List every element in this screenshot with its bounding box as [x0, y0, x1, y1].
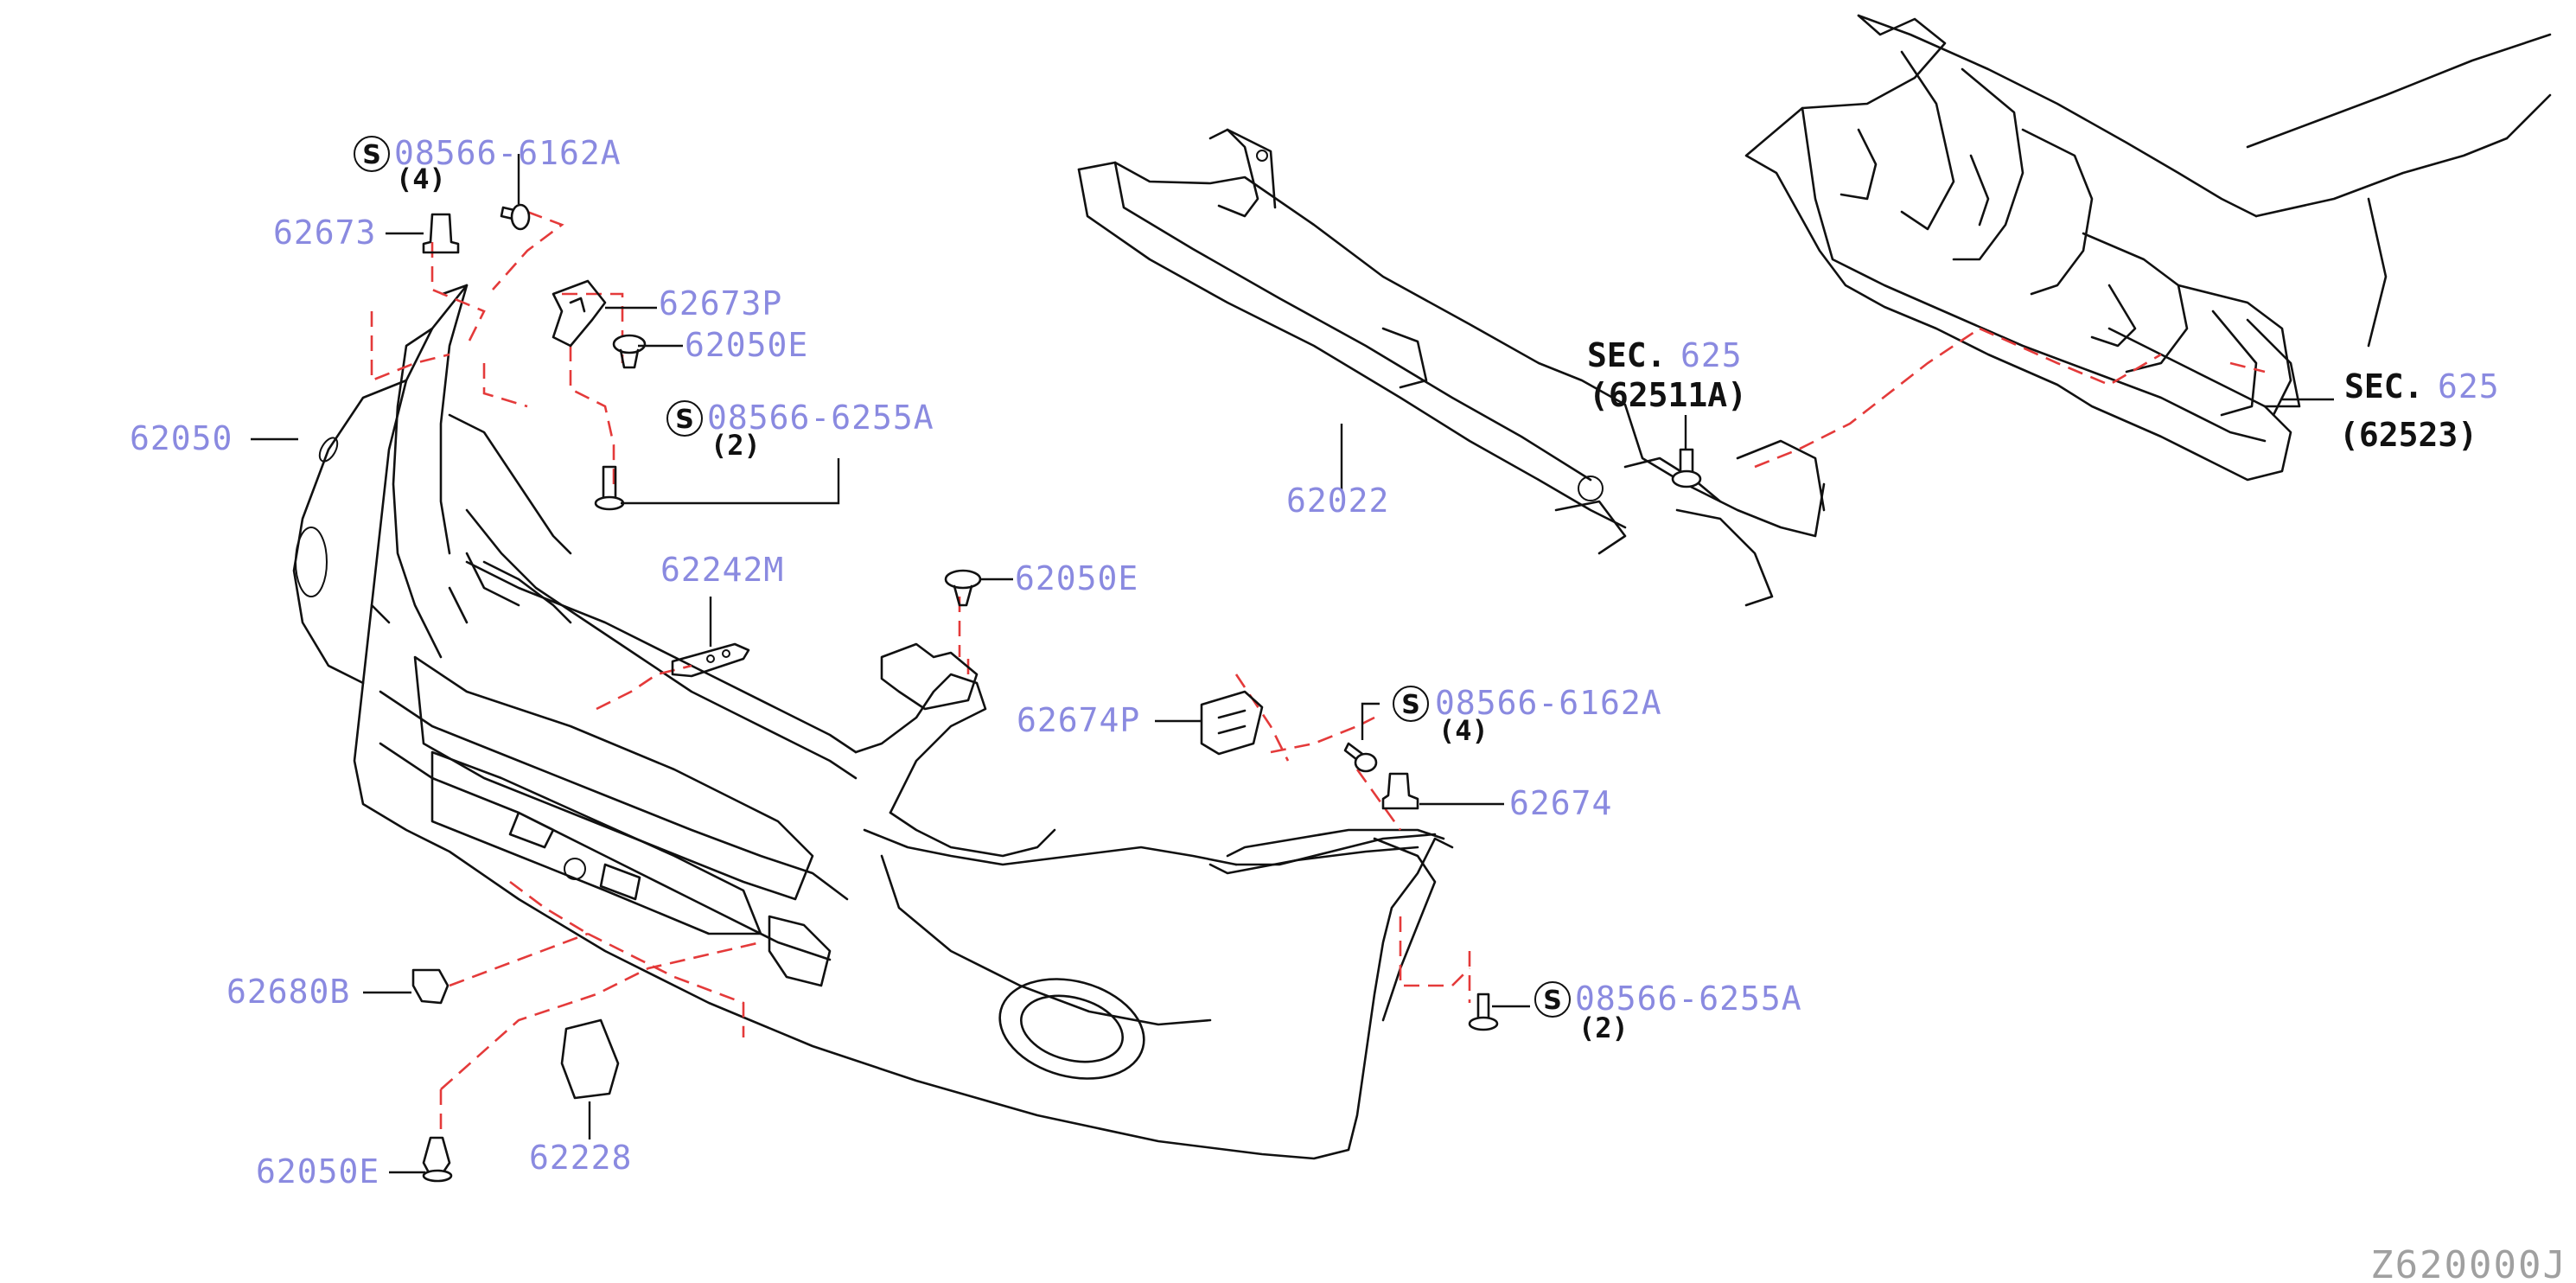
- label-bolt-upper-left: 08566-6255A: [707, 399, 934, 437]
- bolt-right: [1468, 993, 1499, 1031]
- label-reinforcement: 62022: [1286, 482, 1389, 520]
- qty-bolt-right: (2): [1578, 1012, 1629, 1044]
- label-cover-62680b: 62680B: [226, 973, 350, 1011]
- qty-screw-upper-left: (4): [396, 163, 446, 195]
- std-mark-4: S: [1543, 986, 1562, 1016]
- diagram-reference-code: Z620000J: [2370, 1243, 2567, 1283]
- qty-bolt-upper-left: (2): [711, 429, 761, 462]
- sec-reinforcement-ref: (62511A): [1589, 376, 1747, 414]
- clip-62673: [422, 213, 460, 254]
- label-screw-upper-left: 08566-6162A: [394, 134, 622, 172]
- screw-upper-left: [500, 203, 531, 231]
- label-bracket-62242m: 62242M: [660, 551, 784, 589]
- sec-core-support-sec: SEC.: [2344, 367, 2424, 405]
- label-clip-62050e-center: 62050E: [1015, 559, 1138, 597]
- label-bumper-fascia: 62050: [130, 419, 233, 457]
- qty-screw-right: (4): [1438, 714, 1489, 747]
- sec-reinforcement-num: 625: [1680, 336, 1743, 374]
- label-clip-62673: 62673: [273, 214, 376, 252]
- radiator-core-support: [1744, 14, 2552, 482]
- label-screw-right: 08566-6162A: [1435, 684, 1662, 722]
- sec-reinforcement-sec: SEC.: [1587, 336, 1667, 374]
- bolt-upper-left: [594, 465, 625, 511]
- sec-core-support-ref: (62523): [2339, 416, 2477, 454]
- standard-marks: S S S S: [354, 136, 1571, 1018]
- bumper-reinforcement: [1077, 128, 1826, 607]
- bracket-center-mount: [880, 642, 979, 711]
- bracket-62674p: [1200, 690, 1264, 756]
- screw-right: [1343, 742, 1378, 773]
- sec-core-support-num: 625: [2438, 367, 2500, 405]
- std-mark-2: S: [675, 405, 694, 435]
- clip-62050e-center: [944, 569, 982, 607]
- label-bracket-62673p: 62673P: [659, 284, 782, 322]
- std-mark-3: S: [1401, 690, 1420, 720]
- label-clip-62050e-upper: 62050E: [685, 326, 808, 364]
- leader-lines: [251, 154, 2334, 1174]
- bracket-62673p: [552, 279, 607, 348]
- clip-62050e-upper: [612, 334, 647, 369]
- clip-62674: [1381, 772, 1419, 810]
- label-bolt-right: 08566-6255A: [1575, 980, 1802, 1018]
- label-cap-62228: 62228: [529, 1139, 632, 1177]
- bracket-62242m: [671, 642, 750, 678]
- clip-62050e-lower: [422, 1136, 453, 1183]
- cover-62680b: [411, 968, 450, 1005]
- sec-reinforcement-label: SEC. 625 (62511A): [1587, 336, 1747, 414]
- std-mark-1: S: [362, 140, 381, 170]
- label-clip-62674: 62674: [1509, 784, 1612, 822]
- bumper-fascia: [292, 284, 1454, 1160]
- label-clip-62050e-lower: 62050E: [256, 1152, 379, 1190]
- sec-core-support-label: SEC. 625 (62523): [2339, 367, 2500, 454]
- bolt-62511a: [1671, 448, 1702, 488]
- label-bracket-62674p: 62674P: [1017, 701, 1140, 739]
- cap-62228: [560, 1018, 620, 1100]
